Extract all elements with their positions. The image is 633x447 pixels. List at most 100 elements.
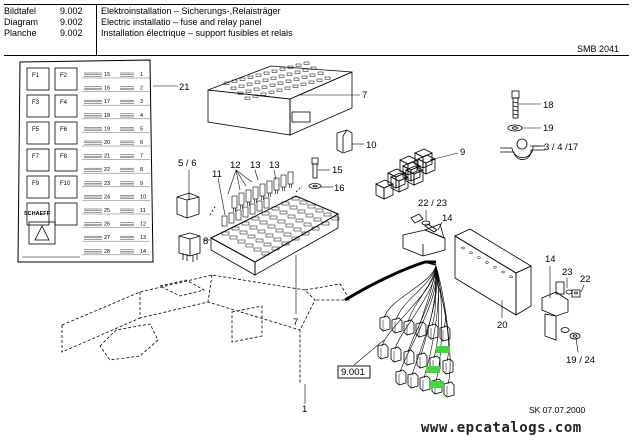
carrier-socket: [259, 220, 268, 225]
clip-10: [336, 129, 353, 154]
relay-top: [387, 168, 406, 178]
harness-wire: [411, 265, 438, 376]
leader-lines: [153, 85, 585, 404]
relay-front: [383, 183, 394, 200]
blade-fuse: [259, 183, 266, 197]
cover-slot: [276, 88, 283, 92]
bolt-18: [511, 90, 520, 119]
cover-slot: [269, 83, 276, 87]
blade-fuse: [235, 209, 242, 221]
callout-18: 18: [543, 100, 554, 111]
blade-fuse: [273, 177, 280, 191]
connector-plug: [427, 323, 439, 340]
fuse-label-text: F10: [60, 181, 71, 187]
carrier-socket: [291, 236, 300, 241]
fuse-label-box: [26, 121, 50, 145]
connector-plugs: [377, 315, 455, 398]
harness-wire: [407, 265, 437, 353]
fuse-label-text: F9: [32, 181, 40, 187]
fuse-label-box: [54, 148, 78, 172]
harness-wire: [383, 265, 437, 319]
callout-20: 20: [497, 320, 508, 331]
fuse-label-box: [26, 94, 50, 118]
fuse-label-text: F2: [60, 73, 68, 79]
fuse-label-text: F8: [60, 154, 68, 160]
header-divider: [96, 5, 97, 55]
carrier-socket: [269, 215, 278, 220]
cover-slot: [223, 81, 230, 85]
fuse-label-box: [54, 121, 78, 145]
carrier-socket: [245, 243, 254, 248]
carrier-socket: [265, 233, 274, 238]
carrier-socket: [271, 246, 280, 251]
carrier-socket: [229, 235, 238, 240]
carrier-socket: [275, 228, 284, 233]
rail-hole: [509, 275, 513, 279]
rail-hole: [501, 270, 505, 274]
wiring-harness: [344, 260, 455, 398]
cover-slot: [254, 80, 261, 84]
carrier-socket: [267, 224, 276, 229]
cover-slot: [302, 68, 309, 72]
cover-slot: [293, 77, 300, 81]
fuse-row-number: 19: [104, 126, 110, 132]
cover-slot: [270, 76, 277, 80]
carrier-socket: [321, 221, 330, 226]
relay-top: [405, 165, 424, 175]
cover-slot: [246, 82, 253, 86]
fuse-row-number: 17: [104, 99, 110, 105]
cover-slot: [278, 74, 285, 78]
callout-13-b: 13: [269, 160, 280, 171]
fuse-row-number: 16: [104, 86, 110, 92]
cover-slot: [284, 86, 291, 90]
cover-slot: [260, 92, 267, 96]
cover-slot: [287, 65, 294, 69]
fuse-label-text: F7: [32, 154, 40, 160]
cover-slot: [237, 91, 244, 95]
fuse-row-number: 13: [140, 235, 146, 241]
highlight-patch: [426, 366, 440, 373]
carrier-socket: [251, 216, 260, 221]
blade-fuse: [287, 171, 294, 185]
fuse-row-number: 18: [104, 113, 110, 119]
cover-slot: [247, 75, 254, 79]
callout-23: 23: [562, 267, 573, 278]
cover-slot: [310, 66, 317, 70]
cover-slot: [268, 90, 275, 94]
carrier-socket: [277, 219, 286, 224]
cable-clamp-3-4-17: [500, 138, 545, 160]
fuse-strips-12-13: [221, 171, 294, 227]
cover-slot: [252, 94, 259, 98]
fuse-label-text: F1: [32, 73, 40, 79]
cover-slot: [239, 77, 246, 81]
fuse-label-box: [26, 67, 50, 91]
cover-slot: [286, 72, 293, 76]
blade-fuse: [256, 200, 263, 212]
callout-15: 15: [332, 165, 343, 176]
relay-top: [390, 172, 409, 182]
header-label: Planche: [4, 28, 37, 38]
carrier-socket: [315, 208, 324, 213]
fuse-row-number: 22: [104, 167, 110, 173]
fuse-holder-8: [178, 232, 201, 262]
header-text: Electric installatio – fuse and relay pa…: [101, 17, 262, 27]
fuse-label-box: [26, 202, 50, 226]
connector-plug: [419, 375, 431, 392]
harness-wire: [435, 265, 451, 385]
carrier-socket: [283, 232, 292, 237]
fuse-row-number: 20: [104, 140, 110, 146]
arrow-up-icon: [34, 225, 50, 241]
connector-plug: [443, 381, 455, 398]
callout-22: 22: [580, 274, 591, 285]
cover-slot: [262, 78, 269, 82]
carrier-socket: [231, 226, 240, 231]
carrier-socket: [311, 226, 320, 231]
carrier-socket: [289, 205, 298, 210]
connector-plug: [395, 369, 407, 386]
cover-slot: [285, 79, 292, 83]
fuse-row-number: 10: [140, 194, 146, 200]
drawing-date: SK 07.07.2000: [529, 405, 586, 415]
bracket-14-right: [541, 281, 569, 341]
harness-wire: [399, 265, 437, 373]
